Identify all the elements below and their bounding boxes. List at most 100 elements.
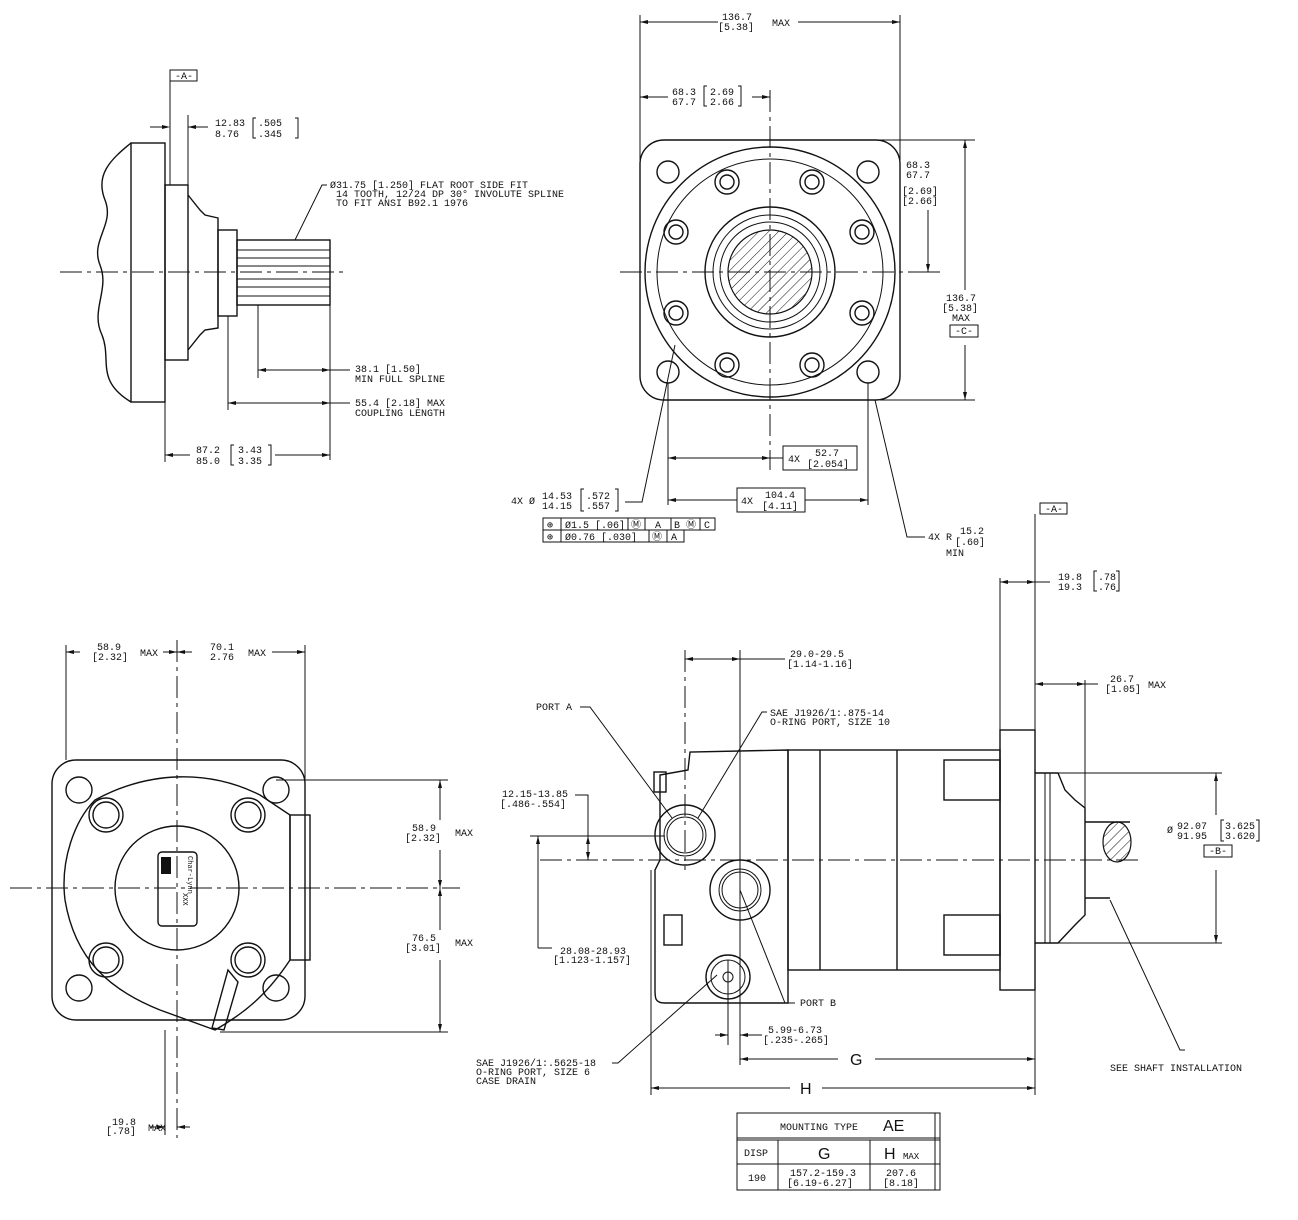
table-mounting-type: AE	[883, 1118, 904, 1135]
height-dim-in: [5.38]	[942, 303, 978, 315]
flange-thk-mm-max: 19.8	[1058, 573, 1082, 584]
flange-thk-mm-min: 19.3	[1058, 583, 1082, 594]
hole-in-min: .557	[586, 502, 610, 513]
hole-mm-min: 14.15	[542, 502, 572, 513]
datum-a: -A-	[175, 72, 193, 83]
pilot-len-in: [1.05]	[1105, 684, 1141, 696]
hole-prefix: 4X Ø	[511, 496, 535, 508]
drain-note-2: O-RING PORT, SIZE 6	[476, 1068, 590, 1079]
shaft-note: SEE SHAFT INSTALLATION	[1110, 1064, 1242, 1075]
side-shaft-view: -A- 12.83 8.76 .505 .345 Ø31.75 [1.250] …	[60, 69, 564, 468]
hole-leader	[625, 344, 676, 503]
right-width-max: MAX	[248, 649, 266, 660]
nameplate-code: XXX	[180, 893, 188, 906]
fcf1-symbol: ⊕	[547, 521, 553, 532]
fcf2-symbol: ⊕	[547, 533, 553, 544]
radius-leader	[874, 399, 925, 538]
port-note-1: SAE J1926/1:.875-14	[770, 708, 884, 720]
lower-height-mm: 76.5	[412, 934, 436, 945]
end-view: Char-Lynn XXX 58.9 [2.32] MAX 70.1 2.76 …	[10, 640, 473, 1138]
spline-leader	[294, 184, 327, 241]
drain-fitting	[211, 968, 239, 1031]
front-flange-view: 136.7 [5.38] MAX 68.3 67.7 2.69 2.66 68.…	[511, 13, 985, 560]
pilot-dia-prefix: Ø	[1167, 825, 1173, 837]
fcf2-datum-a: A	[671, 533, 677, 544]
port-b-offset-mm: 28.08-28.93	[560, 947, 626, 958]
right-width-mm: 70.1	[210, 643, 234, 654]
break-line	[96, 142, 132, 403]
fcf1-tolerance: Ø1.5 [.06]	[565, 520, 625, 532]
port-a-leader	[580, 706, 673, 819]
upper-height-max: MAX	[455, 829, 473, 840]
width-dim: 136.7	[722, 13, 752, 24]
fcf1-datum-b: B Ⓜ	[674, 519, 696, 532]
mounting-table: MOUNTING TYPE AE DISP G H MAX 190 157.2-…	[736, 1112, 941, 1191]
flange-thk-in-min: .76	[1098, 583, 1116, 594]
half-width-mm-min: 67.7	[672, 98, 696, 109]
datum-b: -B-	[1209, 847, 1227, 858]
end-cover	[63, 776, 291, 1031]
min-spline-dim: 38.1 [1.50]	[355, 364, 421, 376]
fcf1-datum-c: C	[704, 521, 710, 532]
lower-height-in: [3.01]	[405, 943, 441, 955]
port-note-leader	[697, 711, 767, 819]
half-height-mm-max: 68.3	[906, 161, 930, 172]
upper-height-in: [2.32]	[405, 833, 441, 845]
pilot-dia-mm-min: 91.95	[1177, 832, 1207, 843]
flange-dim-in-min: .345	[258, 130, 282, 141]
end-bolts	[88, 797, 266, 978]
flange-dim-in-max: .505	[258, 119, 282, 130]
bolt-half-in: [2.054]	[807, 459, 849, 471]
pilot-len-mm: 26.7	[1110, 675, 1134, 686]
table-header-g: G	[818, 1146, 830, 1163]
port-b-offset-in: [1.123-1.157]	[553, 955, 631, 967]
table-header-h: H	[884, 1146, 896, 1163]
table-cell-g-in: [6.19-6.27]	[787, 1178, 853, 1190]
lower-height-max: MAX	[455, 939, 473, 950]
plug	[663, 914, 683, 946]
overall-in-max: 3.43	[238, 446, 262, 457]
bolt-full-mm: 104.4	[765, 491, 795, 502]
pilot-dia-in-min: 3.620	[1225, 832, 1255, 843]
fcf1-mmc: Ⓜ	[631, 519, 641, 532]
bolt-full-qty: 4X	[741, 497, 753, 508]
spline-note-2: 14 TOOTH, 12/24 DP 30° INVOLUTE SPLINE	[336, 189, 564, 201]
fcf2-mmc: Ⓜ	[652, 531, 662, 544]
height-dim: 136.7	[946, 294, 976, 305]
pilot-len-max: MAX	[1148, 681, 1166, 692]
flange-dim-mm-min: 8.76	[215, 130, 239, 141]
left-width-in: [2.32]	[92, 652, 128, 664]
bolt-full-in: [4.11]	[762, 501, 798, 513]
pilot-dia-in-max: 3.625	[1225, 822, 1255, 833]
table-header-max: MAX	[903, 1152, 920, 1162]
datum-a-box	[169, 69, 198, 82]
feature-control-frame: ⊕ Ø1.5 [.06] Ⓜ A B Ⓜ C ⊕ Ø0.76 [.030] Ⓜ …	[542, 517, 716, 544]
half-height-mm-min: 67.7	[906, 171, 930, 182]
table-cell-disp: 190	[748, 1174, 766, 1185]
flange-thk-in-max: .78	[1098, 573, 1116, 584]
drain-offset-mm: 5.99-6.73	[768, 1026, 822, 1037]
overall-mm-min: 85.0	[196, 457, 220, 468]
end-flange-outline	[51, 759, 306, 1021]
port-a-offset-in: [.486-.554]	[500, 799, 566, 811]
end-mounting-holes	[65, 776, 290, 1002]
shaft-leader	[1109, 899, 1185, 1051]
table-title: MOUNTING TYPE	[780, 1123, 858, 1134]
overall-mm-max: 87.2	[196, 446, 220, 457]
port-spacing-in: [1.14-1.16]	[787, 659, 853, 671]
h-dimension: H	[800, 1081, 812, 1098]
table-cell-g-mm: 157.2-159.3	[790, 1169, 856, 1180]
g-dimension: G	[850, 1052, 862, 1069]
radius-prefix: 4X R	[928, 533, 952, 544]
spline-note-3: TO FIT ANSI B92.1 1976	[336, 199, 468, 210]
left-width-max: MAX	[140, 649, 158, 660]
drain-leader	[612, 974, 718, 1064]
half-width-in-max: 2.69	[710, 88, 734, 99]
width-dim-in: [5.38]	[718, 22, 754, 34]
min-spline-label: MIN FULL SPLINE	[355, 375, 445, 386]
port-note-2: O-RING PORT, SIZE 10	[770, 718, 890, 729]
table-cell-h-in: [8.18]	[883, 1178, 919, 1190]
bolts	[663, 169, 875, 378]
radius-min: MIN	[946, 549, 964, 560]
